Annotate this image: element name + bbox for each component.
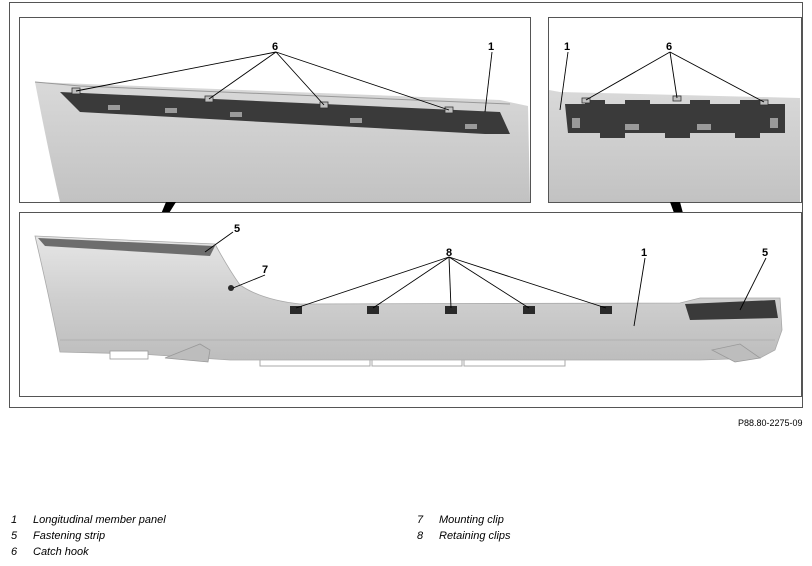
retaining-clip: [290, 306, 302, 314]
legend-text: Longitudinal member panel: [33, 514, 166, 526]
inset-right: 1 6: [548, 17, 802, 203]
retaining-clips: [290, 306, 612, 314]
retaining-clip: [445, 306, 457, 314]
legend-number: 5: [11, 530, 18, 542]
retaining-clip: [367, 306, 379, 314]
inset-right-slots: [572, 118, 778, 130]
callout-label: 1: [564, 41, 570, 53]
callout-label: 5: [762, 247, 768, 259]
mounting-clip: [228, 285, 234, 291]
legend-item: 8 Retaining clips: [417, 528, 511, 544]
callout-label: 8: [446, 247, 452, 259]
retaining-clip: [600, 306, 612, 314]
main-panel-lower-step: [259, 360, 566, 367]
legend-text: Mounting clip: [439, 514, 504, 526]
inset-right-strip: [565, 100, 785, 138]
main-panel-notch: [109, 350, 149, 360]
legend-number: 7: [417, 514, 424, 526]
legend-item: 5 Fastening strip: [11, 528, 166, 544]
main-panel-front-bracket: [710, 343, 762, 363]
legend-item: 6 Catch hook: [11, 544, 166, 560]
inset-left-strip: [60, 92, 510, 134]
callout-label: 1: [641, 247, 647, 259]
exploded-view-illustration: 6 1 1 6: [9, 2, 803, 408]
figure-reference: P88.80-2275-09: [738, 418, 803, 428]
retaining-clip: [523, 306, 535, 314]
legend-text: Fastening strip: [33, 530, 106, 542]
legend-text: Retaining clips: [439, 530, 511, 542]
callout-label: 1: [488, 41, 494, 53]
inset-left-panel-edge: [34, 81, 511, 105]
main-fastening-strip-front: [38, 238, 215, 256]
main-view: 5 7 8 1 5: [19, 212, 802, 397]
legend-item: 1 Longitudinal member panel: [11, 512, 166, 528]
callout-label: 5: [234, 223, 240, 235]
legend-number: 1: [11, 514, 18, 526]
legend-number: 6: [11, 546, 18, 558]
legend-number: 8: [417, 530, 424, 542]
legend-item: 7 Mounting clip: [417, 512, 511, 528]
inset-left: 6 1: [19, 17, 531, 203]
legend-text: Catch hook: [33, 546, 89, 558]
callout-label: 6: [666, 41, 672, 53]
inset-left-slots: [108, 105, 477, 129]
callout-label: 7: [262, 264, 268, 276]
inset-right-leaders: [559, 51, 765, 111]
main-panel-rear-bracket: [164, 343, 211, 363]
inset-left-leaders: [75, 51, 493, 113]
main-panel: [34, 235, 783, 361]
outer-frame: [9, 2, 803, 408]
main-leaders: [204, 231, 767, 327]
legend-column-left: 1 Longitudinal member panel 5 Fastening st…: [11, 512, 166, 560]
legend-column-right: 7 Mounting clip 8 Retaining clips: [417, 512, 511, 544]
callout-label: 6: [272, 41, 278, 53]
main-fastening-strip-rear: [685, 300, 778, 320]
